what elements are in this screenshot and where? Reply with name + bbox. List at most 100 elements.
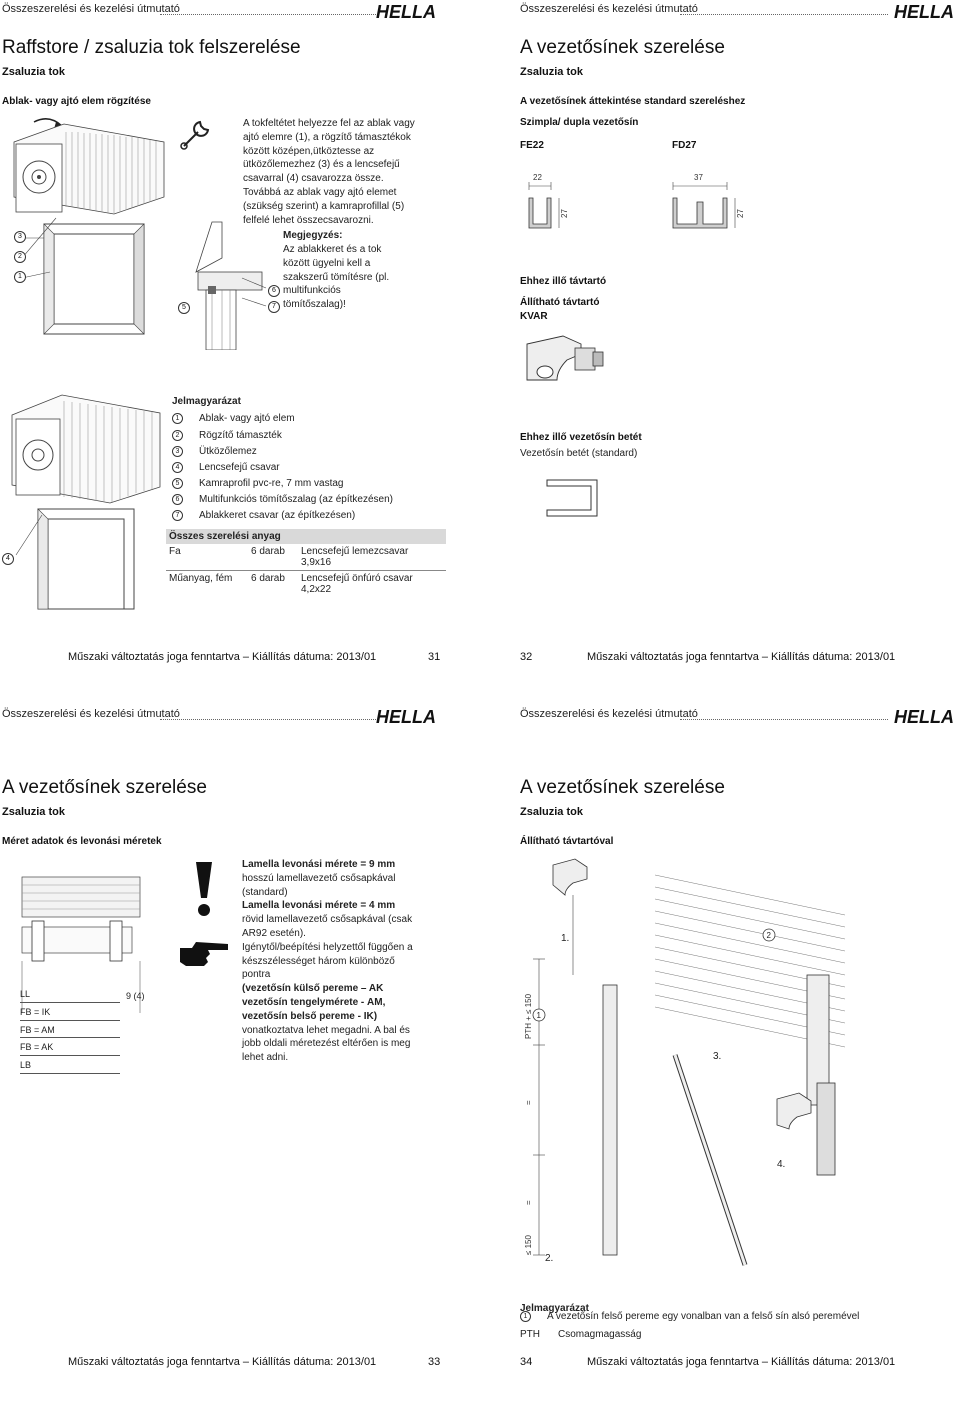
svg-text:1: 1: [537, 1011, 542, 1020]
section-heading: A vezetősínek áttekintése standard szere…: [520, 96, 746, 107]
materials-table: Összes szerelési anyag Fa 6 darab Lencse…: [166, 529, 446, 597]
svg-text:PTH + ≤ 150: PTH + ≤ 150: [524, 993, 533, 1039]
text-line: vezetősín tengelyméretе - AM,: [242, 996, 386, 1008]
page-32: Összeszerelési és kezelési útmutató HELL…: [515, 0, 960, 705]
instruction-line: Továbbá az ablak vagy ajtó elemet: [243, 186, 397, 198]
deduction-text: Lamella levonási mérete = 9 mm hosszú la…: [242, 858, 467, 1065]
svg-text:2.: 2.: [545, 1253, 553, 1264]
kvar-label: KVAR: [520, 311, 548, 322]
page-header: Összeszerelési és kezelési útmutató HELL…: [0, 705, 470, 727]
description-line: 4,2x22: [301, 584, 332, 595]
insert-text: Vezetősín betét (standard): [520, 448, 638, 459]
description-line: 3,9x16: [301, 557, 332, 568]
hella-logo: HELLA: [894, 707, 954, 725]
header-dotted-line: [160, 14, 378, 15]
pointing-hand-icon: [180, 942, 228, 966]
dimension-lb: LB: [20, 1059, 120, 1074]
material-cell: Fa: [169, 546, 181, 557]
text-line: (standard): [242, 886, 288, 898]
legend-text: A vezetősín felső pereme egy vonalban va…: [547, 1311, 860, 1323]
page-header: Összeszerelési és kezelési útmutató HELL…: [515, 0, 960, 22]
dimension-drawing: [21, 876, 141, 1013]
rail-insert-drawing: [546, 479, 598, 517]
legend-title: Jelmagyarázat: [520, 1303, 589, 1314]
legend-text: Ablakkeret csavar (az építkezésen): [199, 510, 356, 522]
section-detail-drawing: [195, 221, 267, 350]
spacer-heading: Ehhez illő távtartó: [520, 276, 607, 287]
note-line: szakszerű tömítésre (pl.: [283, 271, 390, 283]
legend-number: 2: [172, 430, 183, 441]
svg-text:≤ 150: ≤ 150: [524, 1234, 533, 1255]
text-line: AR92 esetén).: [242, 927, 306, 939]
page-header: Összeszerelési és kezelési útmutató HELL…: [515, 705, 960, 727]
callout-2: 2: [14, 251, 26, 263]
svg-text:22: 22: [533, 173, 542, 182]
callout-5: 5: [178, 302, 190, 314]
fd27-label: FD27: [672, 140, 697, 151]
dimension-labels: LL FB = IK FB = AM FB = AK LB: [20, 988, 140, 1074]
hella-logo: HELLA: [376, 2, 436, 20]
svg-text:4.: 4.: [777, 1159, 785, 1170]
svg-text:2: 2: [767, 931, 772, 940]
exclamation-icon: [196, 862, 212, 916]
legend-item: 2 Rögzítő támaszték: [172, 430, 282, 441]
section-heading: Méret adatok és levonási méretek: [2, 836, 162, 847]
rail-installation-drawing: PTH + ≤ 150 = = ≤ 150 1. 2. 3. 4. 1 2: [524, 858, 846, 1266]
dimension-fb-ik: FB = IK: [20, 1006, 120, 1021]
page-footer: Műszaki változtatás joga fenntartva – Ki…: [587, 651, 896, 663]
legend-text: Lencsefejű csavar: [199, 462, 280, 474]
note-line: között ügyelni kell a: [283, 257, 371, 269]
hella-logo: HELLA: [376, 707, 436, 725]
section-heading: Állítható távtartóval: [520, 836, 614, 847]
dimension-ll: LL: [20, 988, 120, 1003]
page-footer: Műszaki változtatás joga fenntartva – Ki…: [68, 1356, 377, 1368]
instruction-line: csavarral (4) csavarozza össze.: [243, 173, 384, 185]
table-row: Műanyag, fém 6 darab Lencsefejű önfúró c…: [166, 570, 446, 597]
page-header: Összeszerelési és kezelési útmutató HELL…: [0, 0, 470, 22]
legend-number: PTH: [520, 1329, 540, 1340]
instruction-line: felfelé lehet összecsavarozni.: [243, 214, 374, 226]
page-footer: Műszaki változtatás joga fenntartva – Ki…: [68, 651, 377, 663]
fe22-profile-drawing: 22 27: [528, 173, 569, 229]
callout-6: 6: [268, 285, 280, 297]
text-line: vonatkoztatva lehet megadni. A bal és: [242, 1024, 410, 1036]
legend-title: Jelmagyarázat: [172, 396, 241, 407]
instruction-line: A tokfeltétet helyezze fel az ablak vagy: [243, 118, 415, 129]
text-line: Lamella levonási mérete = 9 mm: [242, 859, 396, 870]
svg-text:1.: 1.: [561, 933, 569, 944]
legend-item: 1 Ablak- vagy ajtó elem: [172, 413, 295, 424]
instruction-line: között középen,ütköztesse az: [243, 145, 375, 157]
legend-number: 6: [172, 494, 183, 505]
text-line: készszélességet három különböző: [242, 955, 395, 967]
page-title: A vezetősínek szerelése: [520, 37, 725, 58]
svg-text:HELLA: HELLA: [894, 2, 954, 20]
page-footer: Műszaki változtatás joga fenntartva – Ki…: [587, 1356, 896, 1368]
rail-heading: Szimpla/ dupla vezetősín: [520, 117, 639, 128]
description-line: Lencsefejű lemezcsavar: [301, 546, 409, 557]
text-line: (vezetősín külső pereme – AK: [242, 983, 384, 995]
page-33: Összeszerelési és kezelési útmutató HELL…: [0, 705, 470, 1410]
legend-text: Multifunkciós tömítőszalag (az építkezés…: [199, 494, 393, 506]
legend-text: Rögzítő támaszték: [199, 430, 282, 442]
page-subtitle: Zsaluzia tok: [520, 806, 583, 818]
kvar-spacer-drawing: [526, 335, 604, 381]
legend-number: 3: [172, 446, 183, 457]
legend-text: Ablak- vagy ajtó elem: [199, 413, 295, 425]
page-number: 34: [520, 1356, 533, 1368]
page-34: Összeszerelési és kezelési útmutató HELL…: [515, 705, 960, 1410]
legend-item: 6 Multifunkciós tömítőszalag (az építkezé…: [172, 494, 393, 505]
page-31: Összeszerelési és kezelési útmutató HELL…: [0, 0, 470, 705]
text-line: Igénytől/beépítési helyzettől függően a: [242, 941, 413, 953]
note-line: multifunkciós: [283, 285, 341, 297]
text-line: pontra: [242, 969, 271, 981]
quantity-cell: 6 darab: [251, 546, 285, 557]
svg-text:27: 27: [560, 209, 569, 218]
fe22-label: FE22: [520, 140, 544, 151]
legend-number: 1: [172, 413, 183, 424]
svg-text:HELLA: HELLA: [376, 2, 436, 20]
legend-number: 5: [172, 478, 183, 489]
